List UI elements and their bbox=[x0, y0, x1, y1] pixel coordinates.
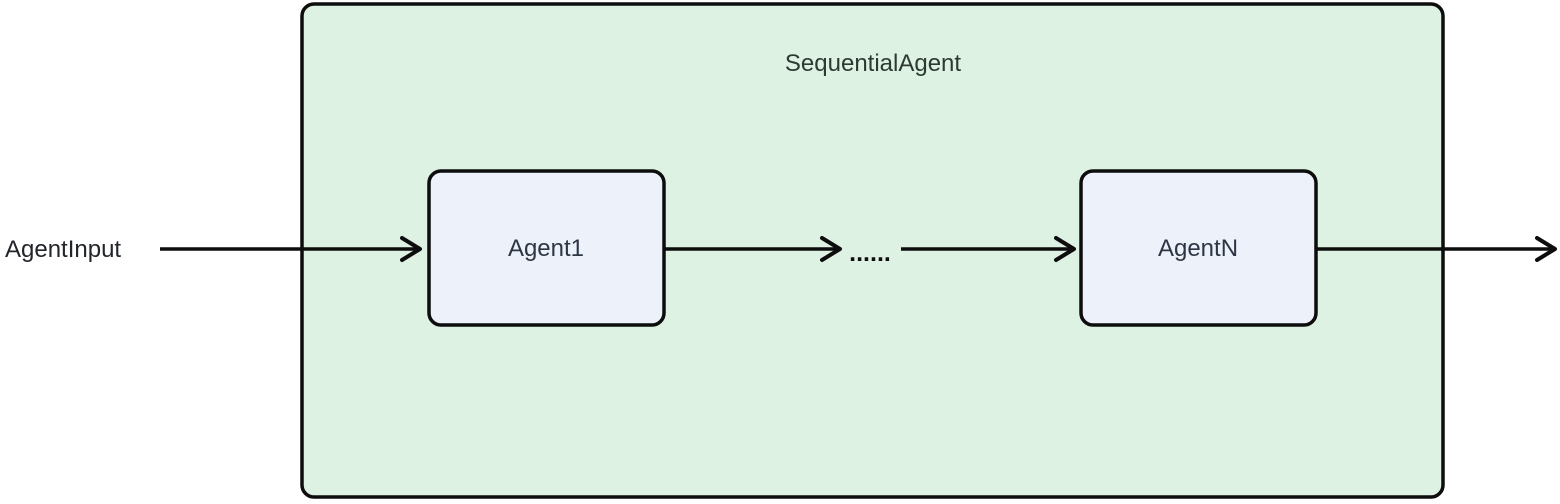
edge-ellipsis-label: ...... bbox=[849, 239, 891, 267]
node-agentn-label: AgentN bbox=[1158, 235, 1238, 262]
agent-input-label: AgentInput bbox=[5, 236, 121, 263]
node-agent1-label: Agent1 bbox=[508, 235, 584, 262]
sequential-agent-title: SequentialAgent bbox=[785, 50, 961, 77]
